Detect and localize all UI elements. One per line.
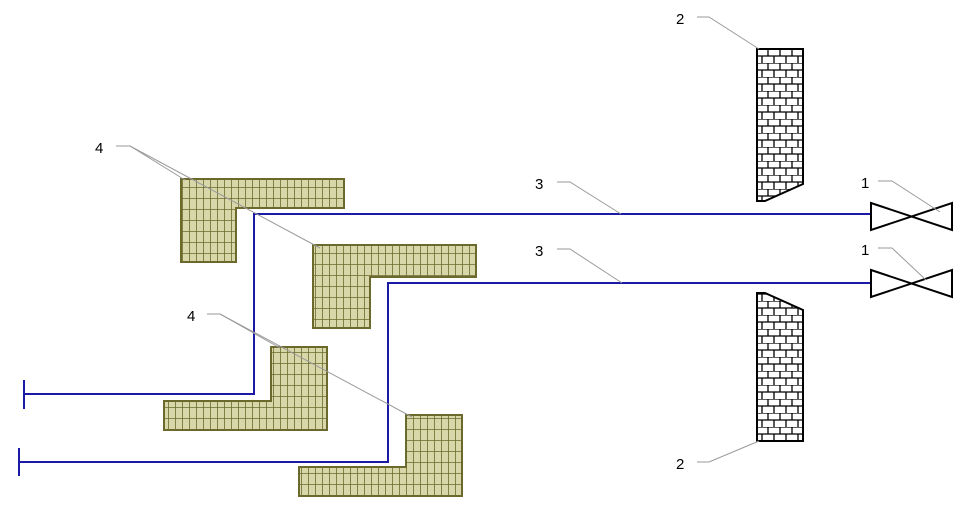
brick-wall-bottom [756,292,804,442]
label-blocks-lower: 4 [187,308,195,325]
leader-valve-bottom [878,247,927,281]
block-group-lower [163,346,463,497]
label-valve-top: 1 [861,175,869,192]
leader-pipe-top [557,181,622,215]
leader-pipe-bottom [557,248,623,284]
pipe-bottom [18,282,871,476]
leader-wall-top [697,16,760,50]
leader-blocks-upper-b [129,145,321,249]
label-wall-top: 2 [676,11,684,28]
label-pipe-bottom: 3 [535,243,543,260]
leader-blocks-lower-b [219,313,413,418]
leader-valve-top [878,180,941,213]
pipe-bottom-line [19,282,871,463]
l-block-bottom-left [163,346,328,431]
leader-blocks-upper-a [116,145,186,181]
label-wall-bottom: 2 [676,456,684,473]
block-group-upper [180,178,477,329]
pipe-top-line [24,213,871,395]
leader-lines [116,16,941,463]
valve-bottom-icon [870,268,953,299]
leader-blocks-lower-a [207,313,281,349]
pipe-top [23,213,871,409]
valve-top-icon [870,201,953,232]
label-pipe-top: 3 [535,176,543,193]
l-block-bottom-middle [298,414,463,497]
leader-wall-bottom [697,440,760,463]
l-block-top-left [180,178,345,263]
label-blocks-upper: 4 [95,140,103,157]
l-block-top-middle [312,244,477,329]
label-valve-bottom: 1 [861,242,869,259]
brick-wall-top [756,48,804,202]
